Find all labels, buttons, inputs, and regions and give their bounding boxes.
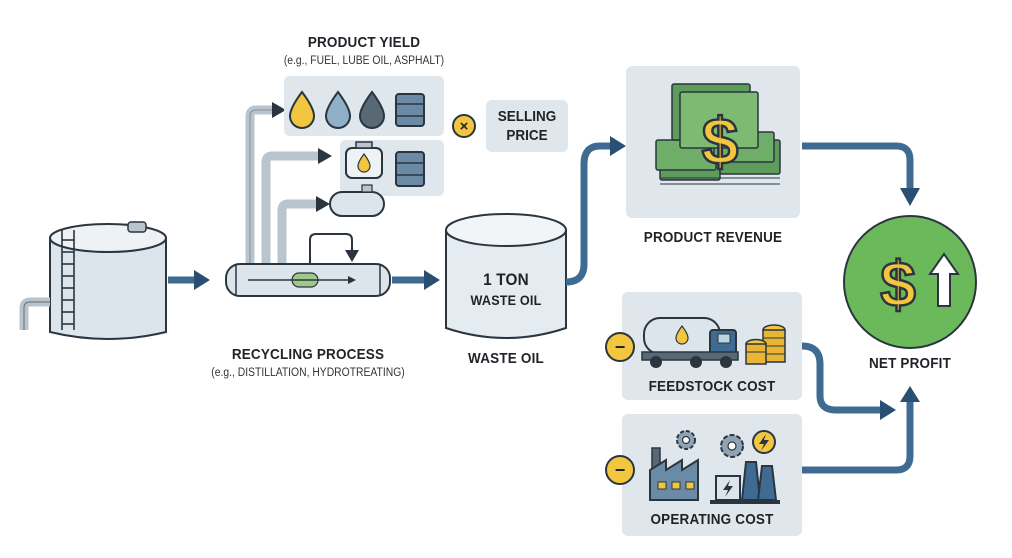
storage-tank-icon [19,221,167,340]
coin-stack-icon [745,324,786,365]
up-arrow-icon [928,252,960,307]
waste-oil-caption: WASTE OIL [468,350,544,367]
multiply-operator [452,114,476,138]
ladder-icon [61,230,75,330]
feedstock-cost-caption: FEEDSTOCK COST [648,378,776,395]
net-profit-dollar-symbol: $ [880,248,916,320]
feedstock-minus-symbol: − [615,337,626,357]
selling-price-line2: PRICE [506,127,548,144]
flow-arrow-operating-to-profit [802,400,914,474]
product-yield-title: PRODUCT YIELD [307,34,421,51]
flow-arrow-revenue-to-profit [802,142,914,190]
barrel-icon [395,93,425,187]
net-profit-caption: NET PROFIT [868,355,952,372]
power-plant-icon [710,461,780,504]
distillation-column-icon [225,263,391,297]
gear-icon [676,430,744,458]
revenue-dollar-symbol: $ [702,104,739,178]
recycling-process-examples: (e.g., DISTILLATION, HYDROTREATING) [211,367,405,379]
operating-minus-symbol: − [615,460,626,480]
waste-oil-tank-contents: WASTE OIL [470,292,542,308]
waste-oil-amount: 1 TON [483,270,529,289]
recycling-process-title: RECYCLING PROCESS [231,346,385,363]
money-stack-icon [655,83,781,185]
multiply-symbol: × [460,118,469,135]
oil-drop-icon [288,90,386,129]
flow-arrow-feedstock-to-profit [801,342,884,414]
operating-cost-caption: OPERATING COST [650,511,774,528]
flow-arrow-tank-to-revenue [565,142,614,286]
horizontal-tank-icon [329,184,385,217]
small-tank-icon [345,141,383,179]
selling-price-line1: SELLING [497,108,557,125]
tanker-truck-icon [641,317,739,368]
distillation-pipes [245,102,359,264]
selling-price-box: SELLING PRICE [486,100,568,152]
product-revenue-caption: PRODUCT REVENUE [643,229,783,246]
product-yield-examples: (e.g., FUEL, LUBE OIL, ASPHALT) [283,55,445,67]
factory-icon [649,447,699,501]
waste-oil-tank-icon [445,213,567,339]
feedstock-minus-operator [605,332,635,362]
net-profit-circle [843,215,977,349]
operating-minus-operator [605,455,635,485]
lightning-icon [715,430,776,501]
